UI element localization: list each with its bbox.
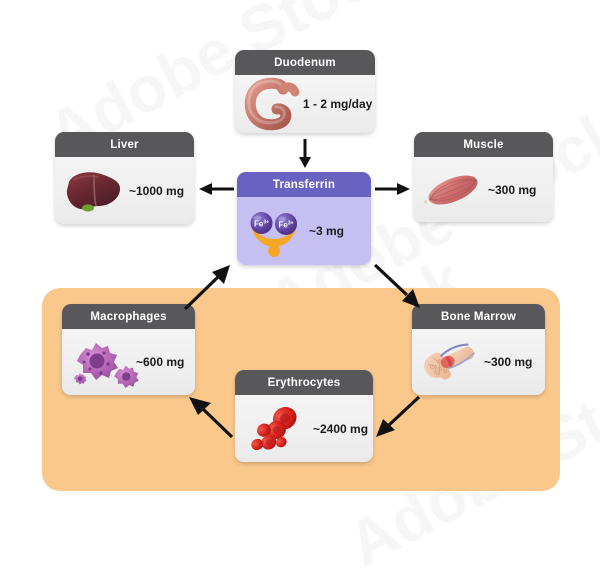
node-value-transferrin: ~3 mg xyxy=(309,224,345,238)
node-body-liver: ~1000 mg xyxy=(55,157,194,224)
node-title-duodenum: Duodenum xyxy=(235,50,375,75)
arrow-erythrocytes-to-macrophages xyxy=(186,395,234,439)
muscle-fiber-illustration xyxy=(422,166,484,214)
arrow-transferrin-to-muscle xyxy=(375,181,411,197)
arrow-duodenum-to-transferrin xyxy=(297,139,313,169)
red-blood-cells-illustration xyxy=(243,402,309,456)
node-title-transferrin: Transferrin xyxy=(237,172,371,197)
node-body-erythrocytes: ~2400 mg xyxy=(235,395,373,462)
transferrin-protein-illustration: Fe3+ Fe3+ xyxy=(243,203,305,259)
node-value-macrophages: ~600 mg xyxy=(136,355,185,369)
node-value-bone-marrow: ~300 mg xyxy=(484,355,533,369)
node-card-liver: Liver ~1000 mg xyxy=(55,132,194,224)
node-value-liver: ~1000 mg xyxy=(129,183,185,198)
liver-illustration xyxy=(63,166,125,216)
node-title-liver: Liver xyxy=(55,132,194,157)
node-body-muscle: ~300 mg xyxy=(414,157,553,222)
node-body-bone-marrow: ~300 mg xyxy=(412,329,545,395)
node-value-duodenum: 1 - 2 mg/day xyxy=(303,97,373,111)
node-title-bone-marrow: Bone Marrow xyxy=(412,304,545,329)
node-title-erythrocytes: Erythrocytes xyxy=(235,370,373,395)
diagram-canvas: Adobe Stock Adobe Stock Adobe Stock Adob… xyxy=(42,50,560,491)
node-card-muscle: Muscle xyxy=(414,132,553,222)
arrow-macrophages-to-transferrin xyxy=(183,263,235,311)
node-card-duodenum: Duodenum 1 - 2 mg/day xyxy=(235,50,375,133)
bone-marrow-illustration xyxy=(420,335,480,389)
arrow-transferrin-to-bone-marrow xyxy=(373,263,425,311)
node-body-transferrin: Fe3+ Fe3+ ~3 mg xyxy=(237,197,371,265)
node-title-macrophages: Macrophages xyxy=(62,304,195,329)
node-card-macrophages: Macrophages xyxy=(62,304,195,395)
svg-text:Fe3+: Fe3+ xyxy=(254,220,269,229)
node-body-macrophages: ~600 mg xyxy=(62,329,195,395)
node-card-bone-marrow: Bone Marrow xyxy=(412,304,545,395)
arrow-transferrin-to-liver xyxy=(198,181,234,197)
node-card-erythrocytes: Erythrocytes xyxy=(235,370,373,462)
node-title-muscle: Muscle xyxy=(414,132,553,157)
node-value-muscle: ~300 mg xyxy=(488,182,537,197)
svg-text:Fe3+: Fe3+ xyxy=(278,221,293,230)
node-value-erythrocytes: ~2400 mg xyxy=(313,421,369,436)
node-body-duodenum: 1 - 2 mg/day xyxy=(235,75,375,133)
duodenum-illustration xyxy=(243,77,300,131)
arrow-bone-marrow-to-erythrocytes xyxy=(373,395,421,439)
node-card-transferrin: Transferrin xyxy=(237,172,371,265)
macrophage-cells-illustration xyxy=(70,335,139,389)
